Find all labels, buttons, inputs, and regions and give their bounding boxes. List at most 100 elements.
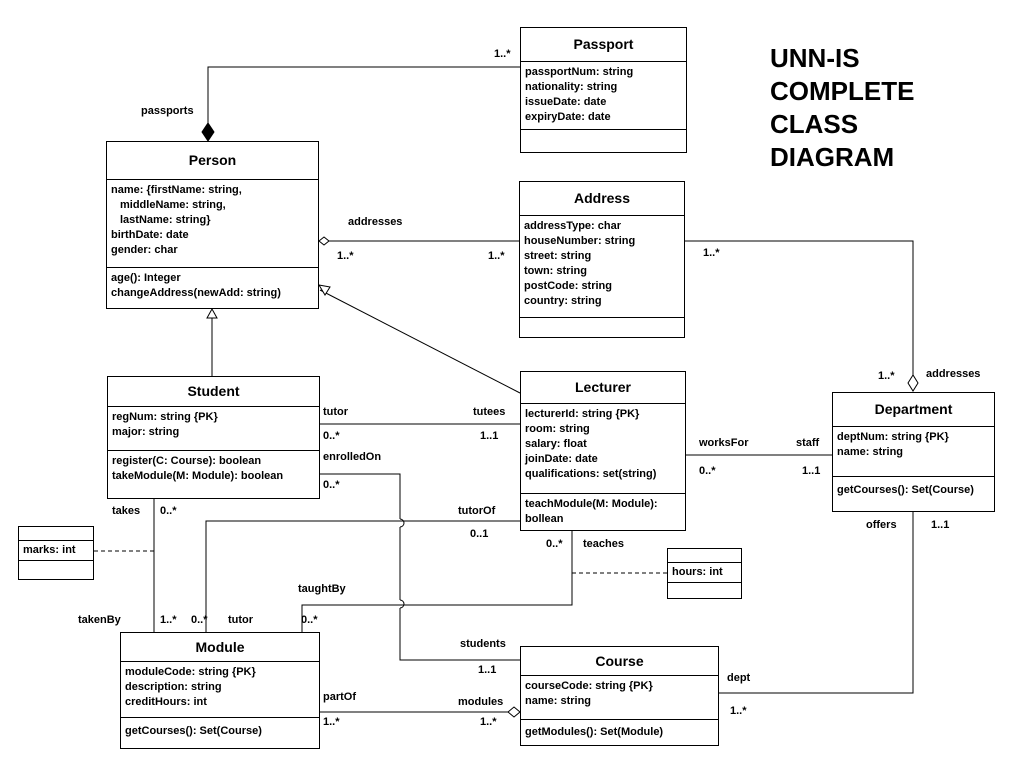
tutorOf-role-label: tutorOf [458, 505, 496, 517]
staff-multiplicity: 1..1 [802, 465, 821, 477]
operations-section: getCourses(): Set(Course) [121, 718, 319, 742]
students-role-label: students [460, 638, 506, 650]
takes-multiplicity: 0..* [160, 505, 177, 517]
operations-section: teachModule(M: Module): bollean [521, 494, 685, 530]
operation: bollean [525, 513, 564, 525]
attributes-section: deptNum: string {PK} name: string [833, 427, 994, 477]
attribute: houseNumber: string [524, 235, 636, 247]
takenBy-role-label: takenBy [78, 614, 121, 626]
diagram-title: UNN-IS COMPLETE CLASS DIAGRAM [770, 42, 914, 174]
class-student[interactable]: Student regNum: string {PK} major: strin… [107, 376, 320, 499]
attribute: gender: char [111, 244, 178, 256]
modules-multiplicity: 1..* [480, 716, 497, 728]
enrolledOn-multiplicity: 0..* [323, 479, 340, 491]
class-course[interactable]: Course courseCode: string {PK} name: str… [520, 646, 719, 746]
attributes-section: regNum: string {PK} major: string [108, 407, 319, 451]
tutees-multiplicity: 1..1 [480, 430, 499, 442]
tutor-role-label: tutor [323, 406, 349, 418]
address-person-multiplicity: 1..* [488, 250, 505, 262]
attribute: name: string [837, 446, 904, 458]
offers-multiplicity: 1..1 [931, 519, 950, 531]
attribute: room: string [525, 423, 590, 435]
name-section [19, 527, 93, 541]
diagram-title-line: DIAGRAM [770, 142, 895, 172]
attribute: name: string [525, 695, 592, 707]
attributes-section: moduleCode: string {PK} description: str… [121, 662, 319, 718]
diagram-title-line: COMPLETE [770, 76, 915, 106]
attribute: postCode: string [524, 280, 612, 292]
operations-section: getCourses(): Set(Course) [833, 477, 994, 501]
attributes-section: passportNum: string nationality: string … [521, 62, 686, 130]
class-module[interactable]: Module moduleCode: string {PK} descripti… [120, 632, 320, 749]
operation: register(C: Course): boolean [112, 455, 262, 467]
staff-role-label: staff [796, 437, 820, 449]
addresses-role-label: addresses [348, 216, 403, 228]
attribute: country: string [524, 295, 602, 307]
attribute: issueDate: date [525, 96, 607, 108]
attribute: street: string [524, 250, 592, 262]
attribute: middleName: string, [120, 199, 226, 211]
attribute: courseCode: string {PK} [525, 680, 653, 692]
attribute: marks: int [23, 544, 76, 556]
operation: takeModule(M: Module): boolean [112, 470, 284, 482]
association-class-hours[interactable]: hours: int [667, 548, 742, 599]
class-lecturer[interactable]: Lecturer lecturerId: string {PK} room: s… [520, 371, 686, 531]
attributes-section: hours: int [668, 563, 741, 583]
operation: age(): Integer [111, 272, 181, 284]
takes-role-label: takes [112, 505, 141, 517]
takenBy-multiplicity: 1..* [160, 614, 177, 626]
attribute: deptNum: string {PK} [837, 431, 949, 443]
class-address[interactable]: Address addressType: char houseNumber: s… [519, 181, 685, 338]
diagram-title-line: CLASS [770, 109, 859, 139]
attribute: qualifications: set(string) [525, 468, 657, 480]
diagram-title-line: UNN-IS [770, 43, 860, 73]
operation: getCourses(): Set(Course) [837, 484, 974, 496]
module-tutor-multiplicity: 0..* [191, 614, 208, 626]
class-person[interactable]: Person name: {firstName: string, middleN… [106, 141, 319, 309]
attribute: passportNum: string [525, 66, 634, 78]
class-name: Department [833, 393, 994, 427]
attributes-section: courseCode: string {PK} name: string [521, 676, 718, 720]
department-addresses-role-label: addresses [926, 368, 981, 380]
class-name: Course [521, 647, 718, 676]
attributes-section: name: {firstName: string, middleName: st… [107, 180, 318, 268]
class-name: Person [107, 142, 318, 180]
name-section [668, 549, 741, 563]
partOf-multiplicity: 1..* [323, 716, 340, 728]
class-passport[interactable]: Passport passportNum: string nationality… [520, 27, 687, 153]
class-department[interactable]: Department deptNum: string {PK} name: st… [832, 392, 995, 512]
attribute: creditHours: int [125, 696, 207, 708]
offers-role-label: offers [866, 519, 897, 531]
operations-section [668, 583, 741, 589]
module-tutor-role-label: tutor [228, 614, 254, 626]
class-name: Passport [521, 28, 686, 62]
worksFor-role-label: worksFor [699, 437, 749, 449]
tutor-multiplicity: 0..* [323, 430, 340, 442]
tutees-role-label: tutees [473, 406, 506, 418]
attribute: description: string [125, 681, 222, 693]
class-name: Address [520, 182, 684, 216]
teaches-multiplicity: 0..* [546, 538, 563, 550]
attribute: hours: int [672, 566, 723, 578]
attribute: lecturerId: string {PK} [525, 408, 640, 420]
association-class-marks[interactable]: marks: int [18, 526, 94, 580]
attribute: town: string [524, 265, 587, 277]
attribute: name: {firstName: string, [111, 184, 242, 196]
attribute: nationality: string [525, 81, 618, 93]
class-name: Module [121, 633, 319, 662]
operations-section [19, 561, 93, 567]
operation: teachModule(M: Module): [525, 498, 658, 510]
operations-section [521, 130, 686, 153]
attributes-section: addressType: char houseNumber: string st… [520, 216, 684, 318]
attribute: birthDate: date [111, 229, 189, 241]
tutorOf-multiplicity: 0..1 [470, 528, 489, 540]
department-address-multiplicity: 1..* [878, 370, 895, 382]
attribute: joinDate: date [525, 453, 598, 465]
enrolledOn-role-label: enrolledOn [323, 451, 382, 463]
students-multiplicity: 1..1 [478, 664, 497, 676]
address-department-multiplicity: 1..* [703, 247, 720, 259]
class-name: Student [108, 377, 319, 407]
passports-role-label: passports [141, 105, 194, 117]
teaches-role-label: teaches [583, 538, 624, 550]
partOf-role-label: partOf [323, 691, 356, 703]
